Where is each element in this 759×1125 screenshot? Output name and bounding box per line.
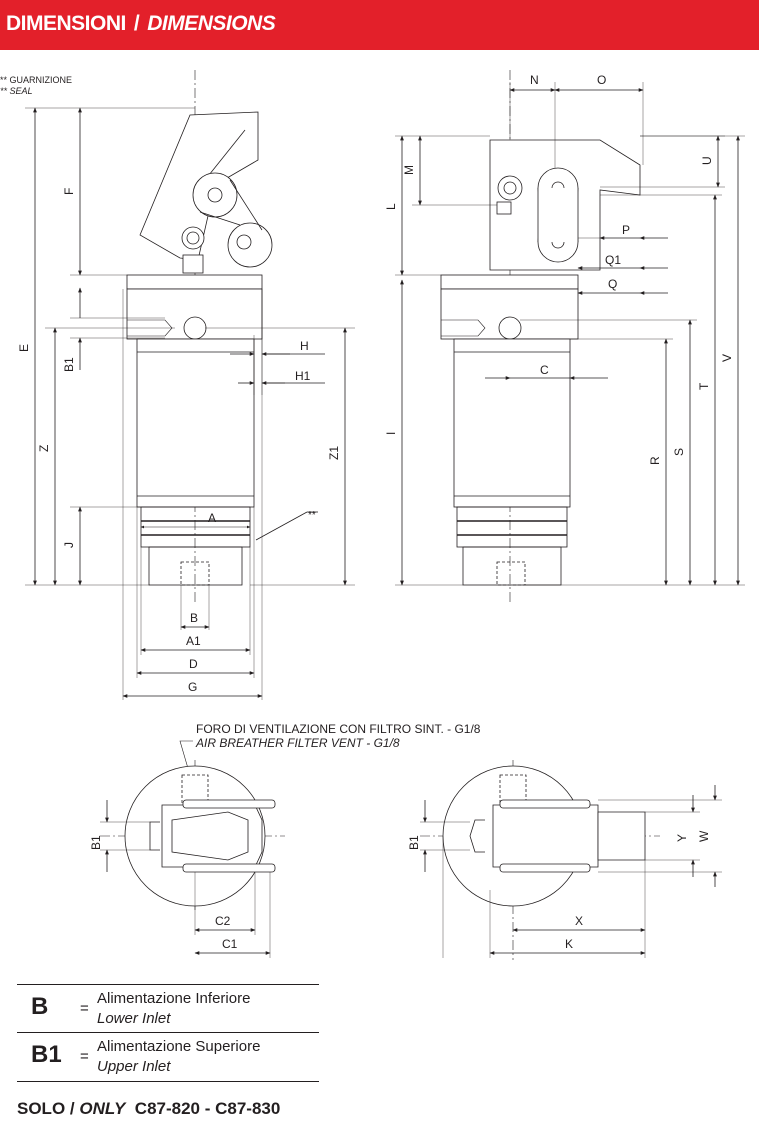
- legend-italian: Alimentazione Inferiore: [97, 990, 251, 1007]
- model-footnote: SOLO / ONLY C87-820 - C87-830: [17, 1099, 280, 1119]
- dim-label-H1: H1: [295, 369, 311, 383]
- legend-row-b: B = Alimentazione Inferiore Lower Inlet: [17, 985, 319, 1033]
- dim-label-C: C: [540, 363, 549, 377]
- dim-label-B1-top-left: B1: [89, 835, 103, 850]
- front-view: ** E F B1 Z J Z1 H H1: [17, 70, 355, 700]
- legend-code: B1: [31, 1041, 62, 1068]
- dim-label-V: V: [720, 354, 734, 362]
- page-title: DIMENSIONI / DIMENSIONS: [6, 12, 276, 36]
- dim-label-Y: Y: [675, 834, 689, 842]
- dim-label-F: F: [62, 188, 76, 195]
- dim-label-I: I: [384, 432, 398, 435]
- seal-marker: **: [308, 510, 316, 521]
- dim-label-G: G: [188, 680, 197, 694]
- legend-row-b1: B1 = Alimentazione Superiore Upper Inlet: [17, 1033, 319, 1081]
- dim-label-P: P: [622, 223, 630, 237]
- top-view-right: B1 Y W X K: [407, 760, 722, 960]
- dim-label-S: S: [672, 448, 686, 456]
- dim-label-N: N: [530, 73, 539, 87]
- legend-equals: =: [80, 1000, 89, 1017]
- dim-label-O: O: [597, 73, 606, 87]
- dim-label-A1: A1: [186, 634, 201, 648]
- top-view-left: B1 C2 C1: [89, 760, 285, 958]
- vent-note-italian: FORO DI VENTILAZIONE CON FILTRO SINT. - …: [196, 722, 481, 736]
- dim-label-Q1: Q1: [605, 253, 621, 267]
- dim-label-T: T: [697, 382, 711, 390]
- dim-label-B-front: B: [190, 611, 198, 625]
- dim-label-J: J: [62, 542, 76, 548]
- technical-drawing: ** E F B1 Z J Z1 H H1: [17, 70, 745, 960]
- legend-divider-top: [17, 984, 319, 985]
- legend-equals: =: [80, 1048, 89, 1065]
- title-separator: /: [133, 12, 140, 35]
- title-italian: DIMENSIONI: [6, 12, 126, 35]
- dim-label-U: U: [700, 156, 714, 165]
- seal-note-english: ** SEAL: [0, 86, 33, 96]
- dim-label-C2: C2: [215, 914, 231, 928]
- legend-italian: Alimentazione Superiore: [97, 1038, 261, 1055]
- footnote-models: C87-820 - C87-830: [134, 1099, 281, 1118]
- dim-label-E: E: [17, 344, 31, 352]
- dim-label-X: X: [575, 914, 583, 928]
- legend-text: Alimentazione Inferiore Lower Inlet: [97, 989, 250, 1029]
- dim-label-Q: Q: [608, 277, 617, 291]
- dim-label-K: K: [565, 937, 573, 951]
- seal-note-italian: ** GUARNIZIONE: [0, 75, 73, 85]
- header-bar: DIMENSIONI / DIMENSIONS: [0, 0, 759, 50]
- dim-label-B1-front: B1: [62, 357, 76, 372]
- legend-divider-bottom: [17, 1081, 319, 1082]
- dim-label-B1-top-right: B1: [407, 835, 421, 850]
- dim-label-A: A: [208, 511, 216, 525]
- dim-label-L: L: [384, 203, 398, 210]
- side-view: N O M L I U P Q1 Q C: [384, 70, 745, 605]
- dim-label-C1: C1: [222, 937, 238, 951]
- footnote-separator: /: [69, 1099, 75, 1118]
- legend-english: Lower Inlet: [97, 1010, 171, 1027]
- dim-label-R: R: [648, 456, 662, 465]
- footnote-only: ONLY: [79, 1099, 126, 1118]
- legend-divider-middle: [17, 1032, 319, 1033]
- dim-label-Z1: Z1: [327, 446, 341, 460]
- title-english: DIMENSIONS: [147, 12, 276, 35]
- dim-label-M: M: [402, 165, 416, 175]
- dim-label-W: W: [697, 830, 711, 842]
- dim-label-Z: Z: [37, 445, 51, 452]
- footnote-solo: SOLO: [17, 1099, 66, 1118]
- dim-label-H: H: [300, 339, 309, 353]
- vent-note-english: AIR BREATHER FILTER VENT - G1/8: [195, 736, 400, 750]
- legend-text: Alimentazione Superiore Upper Inlet: [97, 1037, 260, 1077]
- legend-english: Upper Inlet: [97, 1058, 171, 1075]
- legend-code: B: [31, 993, 49, 1020]
- dim-label-D: D: [189, 657, 198, 671]
